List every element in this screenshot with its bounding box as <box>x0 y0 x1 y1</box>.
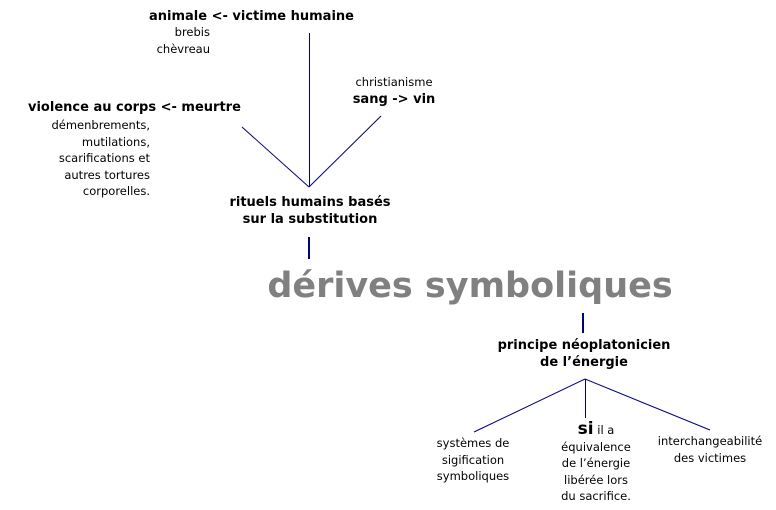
si-line: du sacrifice. <box>561 489 631 503</box>
christianisme-title: sang -> vin <box>352 91 436 107</box>
node-christianisme: christianisme sang -> vin <box>334 74 454 108</box>
si-line: libérée lors <box>564 472 628 487</box>
example-item: brebis <box>174 25 210 39</box>
principe-line: de l’énergie <box>540 355 628 370</box>
node-interchangeabilite: interchangeabilité des victimes <box>640 433 776 466</box>
interchangeabilite-line: des victimes <box>673 450 747 465</box>
line-systemes <box>473 378 586 433</box>
example-item: corporelles. <box>82 184 150 198</box>
example-item: chèvreau <box>156 41 210 56</box>
rituels-line: rituels humains basés <box>229 195 391 210</box>
example-item: scarifications et <box>58 151 150 165</box>
si-first-line: si il a <box>536 421 656 439</box>
node-animale-examples: brebis chèvreau <box>157 24 210 57</box>
principe-line: principe néoplatonicien <box>497 338 671 353</box>
node-rituels: rituels humains basés sur la substitutio… <box>210 194 410 228</box>
systemes-line: sigification <box>441 452 505 467</box>
si-keyword: si <box>577 419 594 439</box>
si-line: de l’énergie <box>561 456 631 470</box>
node-animale-title: animale <- victime humaine <box>149 9 354 24</box>
systemes-line: symboliques <box>436 469 510 483</box>
node-violence-examples: démenbrements, mutilations, scarificatio… <box>51 117 150 200</box>
node-principe: principe néoplatonicien de l’énergie <box>474 337 694 371</box>
node-systemes: systèmes de sigification symboliques <box>413 435 533 485</box>
example-item: démenbrements, <box>51 118 150 132</box>
systemes-line: systèmes de <box>436 436 510 450</box>
line-interchangeabilite <box>584 378 711 431</box>
christianisme-label: christianisme <box>355 75 433 89</box>
example-item: mutilations, <box>81 134 150 149</box>
example-item: autres tortures <box>64 167 150 182</box>
si-first-rest: il a <box>593 423 615 437</box>
rituels-line: sur la substitution <box>242 212 378 227</box>
node-si: si il a équivalence de l’énergie libérée… <box>536 421 656 505</box>
interchangeabilite-line: interchangeabilité <box>657 434 763 448</box>
line-christianisme <box>308 115 382 188</box>
line-violence <box>241 126 310 188</box>
node-violence-title: violence au corps <- meurtre <box>28 100 241 115</box>
central-title: dérives symboliques <box>267 266 673 306</box>
si-line: équivalence <box>561 439 631 454</box>
